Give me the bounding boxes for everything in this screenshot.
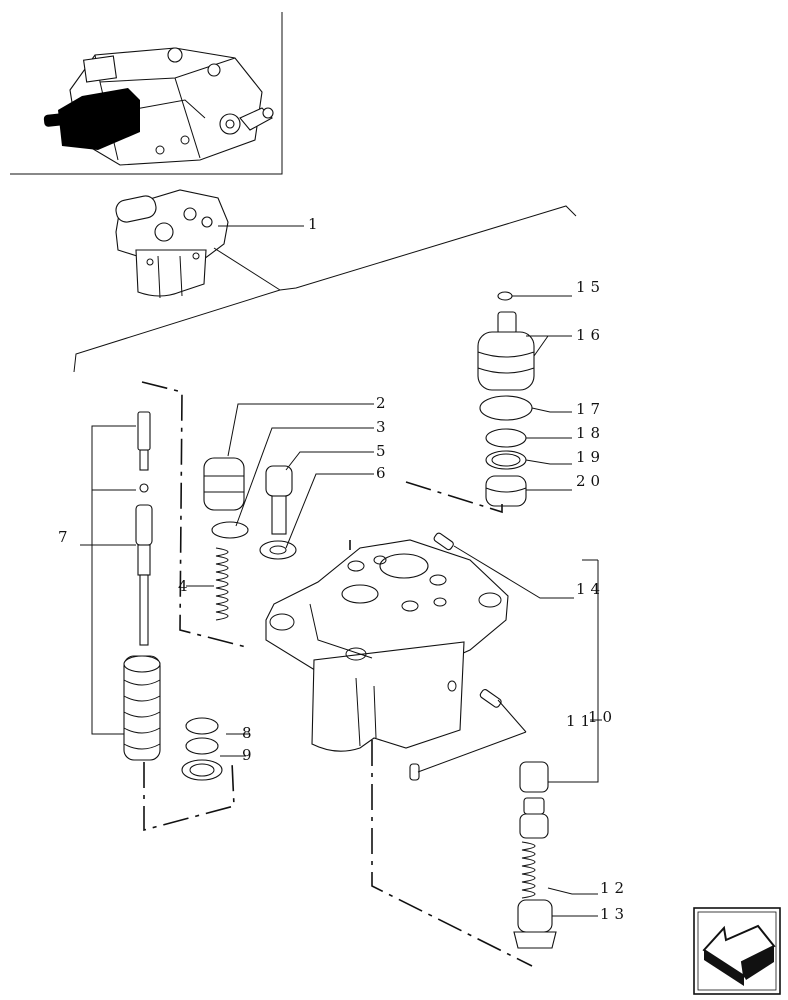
washer-6	[259, 540, 297, 560]
callout-11: 11	[566, 712, 595, 730]
arrow-back-icon	[702, 924, 776, 986]
callout-5: 5	[376, 442, 391, 460]
ring-15	[497, 291, 513, 301]
callout-16: 16	[576, 326, 605, 344]
seat-20	[485, 475, 527, 507]
o-ring-17	[479, 395, 533, 421]
callout-4: 4	[178, 577, 193, 595]
callout-20: 20	[576, 472, 605, 490]
location-inset	[10, 12, 283, 175]
callout-labels: 1 2 3 4 5 6 7 8 9 10 11 12 13 14 15 16 1…	[58, 215, 629, 923]
backup-ring-9	[181, 759, 223, 781]
assembly-line-7-top	[141, 381, 251, 649]
screw-5	[265, 465, 293, 535]
back-navigation-button[interactable]	[693, 907, 781, 995]
o-ring-18	[485, 428, 527, 448]
leader-7-bracket	[91, 425, 136, 735]
callout-17: 17	[576, 400, 605, 418]
callout-1: 1	[308, 215, 323, 233]
callout-7: 7	[58, 528, 73, 546]
callout-6: 6	[376, 464, 391, 482]
callout-12: 12	[600, 879, 629, 897]
enlargement-bracket	[73, 205, 577, 373]
spring-4	[215, 547, 229, 621]
leader-lines	[186, 295, 602, 917]
assembly-line-20	[405, 481, 503, 514]
assembly-line-7-bottom	[143, 761, 235, 832]
callout-10: 10	[588, 708, 617, 726]
plunger-10	[519, 761, 549, 839]
callout-3: 3	[376, 418, 391, 436]
callout-2: 2	[376, 394, 391, 412]
ring-19	[485, 450, 527, 470]
plug-2	[203, 457, 245, 511]
assembly-zoom-line	[213, 247, 281, 291]
callout-8: 8	[242, 724, 257, 742]
cap-13	[513, 899, 557, 949]
o-ring-3	[211, 521, 249, 539]
inset-frame	[10, 12, 283, 175]
callout-13: 13	[600, 905, 629, 923]
o-rings-8	[185, 717, 219, 755]
spring-12	[521, 841, 536, 899]
assembly-line-13	[371, 740, 533, 967]
valve-assembly-overview	[115, 189, 304, 299]
callout-14: 14	[576, 580, 605, 598]
valve-housing	[265, 539, 509, 752]
callout-9: 9	[242, 746, 257, 764]
callout-19: 19	[576, 448, 605, 466]
plug-16	[477, 311, 535, 391]
callout-15: 15	[576, 278, 605, 296]
callout-18: 18	[576, 424, 605, 442]
spool-assembly	[123, 411, 161, 761]
inset-highlighted-valve	[43, 88, 140, 150]
